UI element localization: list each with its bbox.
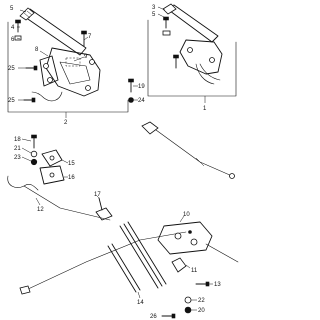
screw-part-4 [15, 19, 21, 33]
label-part-5: 5 [152, 12, 156, 18]
label-part-20: 20 [198, 308, 205, 314]
label-part-12: 12 [37, 207, 44, 213]
label-part-18: 18 [14, 137, 21, 143]
lever-assembly-upper-left [7, 7, 138, 118]
bracket-part-16 [39, 165, 65, 185]
lever-body [45, 47, 101, 97]
nut-part-24 [128, 97, 134, 103]
label-part-17: 17 [94, 192, 101, 198]
lever-grip-end [19, 7, 35, 21]
fitting-part-11 [171, 257, 191, 273]
boot-part-9 [65, 57, 81, 67]
label-part-19: 19 [138, 84, 145, 90]
pulley-plate-part-10 [157, 215, 213, 255]
label-part-4: 4 [11, 25, 15, 31]
lever-assembly-upper-right [147, 3, 237, 103]
washer-part-22 [184, 296, 192, 304]
washer-part-21 [30, 150, 38, 158]
cable-end-fitting [141, 121, 159, 135]
label-part-15: 15 [68, 161, 75, 167]
lever-mounting-bracket [39, 55, 59, 87]
adjuster-part-17 [95, 195, 113, 221]
label-part-22: 22 [198, 298, 205, 304]
lever-cable-stub [31, 91, 63, 102]
label-part-8: 8 [35, 47, 39, 53]
label-part-2: 2 [64, 120, 68, 126]
label-part-25-a: 25 [8, 66, 15, 72]
front-cable-part-12 [7, 175, 39, 191]
cable-run-lower [25, 231, 187, 291]
label-part-13: 13 [214, 282, 221, 288]
clip-part-6 [14, 35, 22, 41]
label-part-23: 23 [14, 155, 21, 161]
label-part-11: 11 [191, 268, 198, 274]
label-part-24: 24 [138, 98, 145, 104]
label-part-5-left: 5 [10, 6, 14, 12]
label-part-1: 1 [203, 106, 207, 112]
equalizer-assembly [7, 134, 111, 221]
group-bracket-upper-left [7, 21, 129, 113]
label-part-10: 10 [183, 212, 190, 218]
nut-part-20 [184, 306, 192, 314]
cable-guide-tubes-part-14 [107, 221, 167, 293]
label-part-21: 21 [14, 146, 21, 152]
label-part-9: 9 [84, 54, 88, 60]
parking-brake-exploded-diagram: 5 4 6 8 7 9 25 25 19 24 2 3 5 1 18 21 23… [7, 3, 239, 320]
bolt-part-25-b [23, 97, 36, 103]
bolt-part-18 [31, 134, 37, 149]
cable-run-front [23, 185, 111, 221]
label-part-14: 14 [137, 300, 144, 306]
bolt-part-19 [128, 78, 134, 93]
cable-end-left [19, 285, 31, 295]
label-part-7: 7 [88, 34, 92, 40]
part-labels: 5 4 6 8 7 9 25 25 19 24 2 3 5 1 18 21 23… [8, 5, 221, 320]
label-part-6: 6 [11, 37, 15, 43]
label-part-16: 16 [68, 175, 75, 181]
label-part-26: 26 [150, 314, 157, 320]
lever-body-right [179, 39, 223, 75]
cable-guide-assembly [19, 195, 239, 319]
label-part-3: 3 [152, 5, 156, 11]
bolt-part-26 [161, 313, 176, 319]
screw-part-3 [163, 16, 169, 29]
rear-cable-upper [141, 121, 235, 179]
cable-rear-right [155, 129, 233, 177]
bolt-part-25-a [25, 65, 38, 71]
nut-part-23 [30, 158, 38, 166]
label-part-25-b: 25 [8, 98, 15, 104]
group-bracket-upper-right [147, 19, 237, 97]
clip-part-5 [162, 30, 171, 36]
bolt-part-13 [195, 281, 213, 287]
